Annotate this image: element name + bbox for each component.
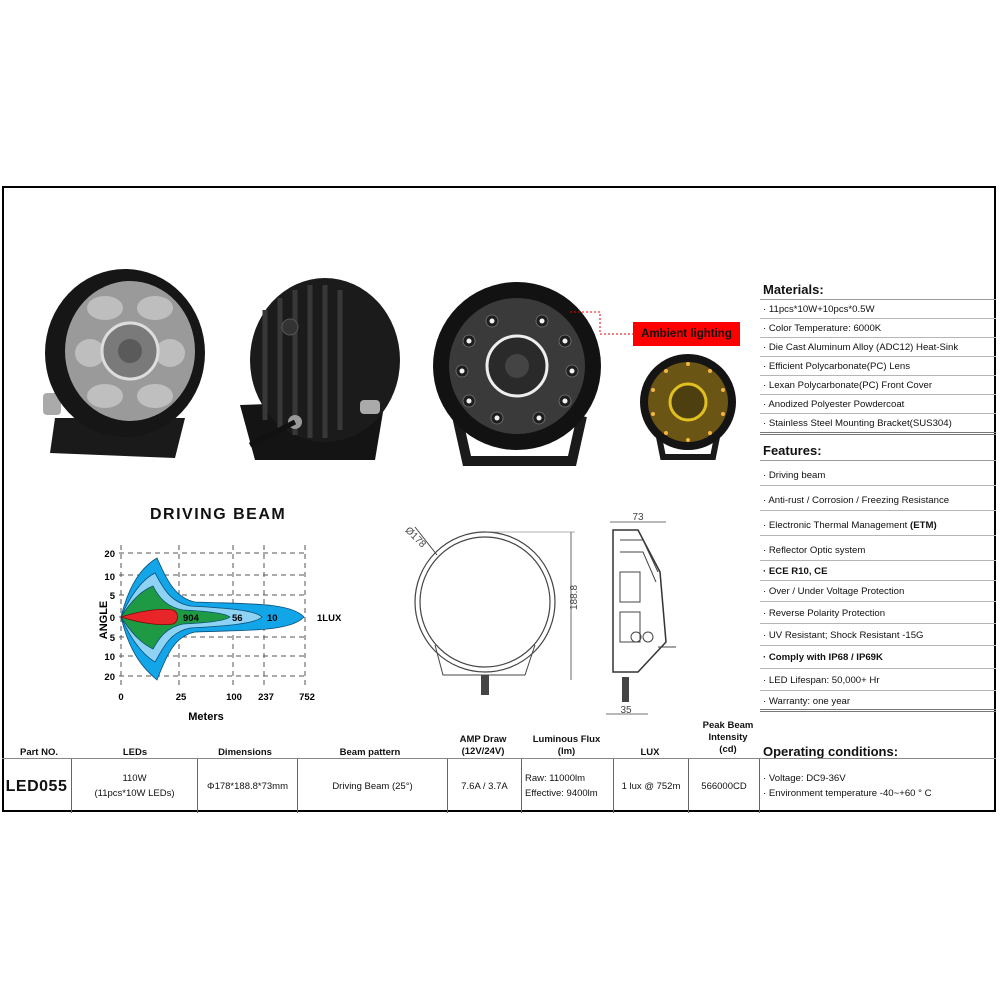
- annotation-10: 10: [267, 613, 278, 624]
- svg-text:10: 10: [104, 652, 115, 663]
- svg-text:25: 25: [176, 692, 187, 703]
- operating-conditions-title: Operating conditions:: [763, 744, 899, 759]
- svg-text:20: 20: [104, 549, 115, 560]
- technical-drawing-side: 73 35: [606, 512, 676, 716]
- features-item: · LED Lifespan: 50,000+ Hr: [760, 669, 996, 691]
- beam-pattern-chart: ANGLE 20 10 5 0 5 10 20 904 56 10 1LUX 0 25 100…: [98, 545, 342, 723]
- annotation-904: 904: [183, 613, 200, 624]
- materials-item: · Stainless Steel Mounting Bracket(SUS30…: [760, 414, 996, 435]
- svg-text:100: 100: [226, 692, 242, 703]
- operating-item: · Environment temperature -40~+60 ° C: [763, 788, 932, 799]
- leds-power: 110W: [122, 773, 147, 784]
- materials-item: · Anodized Polyester Powdercoat: [760, 395, 996, 414]
- flux-raw: Raw: 11000lm: [525, 773, 586, 784]
- lux-value: 1 lux @ 752m: [614, 759, 689, 813]
- operating-item: · Voltage: DC9-36V: [763, 773, 846, 784]
- header-leds: LEDs: [122, 747, 148, 758]
- features-item: · Driving beam: [760, 461, 996, 486]
- materials-title: Materials:: [760, 276, 996, 300]
- header-dimensions: Dimensions: [218, 747, 272, 758]
- features-item: · ECE R10, CE: [760, 561, 996, 581]
- materials-item: · 11pcs*10W+10pcs*0.5W: [760, 300, 996, 319]
- svg-text:ANGLE: ANGLE: [98, 601, 110, 640]
- svg-text:5: 5: [110, 591, 116, 602]
- svg-text:5: 5: [110, 633, 116, 644]
- ambient-lighting-label: Ambient lighting: [633, 322, 740, 346]
- materials-item: · Color Temperature: 6000K: [760, 319, 996, 338]
- materials-item: · Efficient Polycarbonate(PC) Lens: [760, 357, 996, 376]
- beam-pattern-value: Driving Beam (25°): [298, 759, 448, 813]
- header-beam-pattern: Beam pattern: [339, 747, 401, 758]
- materials-section: Materials: · 11pcs*10W+10pcs*0.5W · Colo…: [760, 276, 996, 712]
- leds-value: 110W (11pcs*10W LEDs): [72, 759, 198, 813]
- chart-title: DRIVING BEAM: [150, 506, 287, 523]
- svg-text:188.8: 188.8: [569, 585, 580, 610]
- product-image-ambient: [640, 354, 736, 460]
- flux-effective: Effective: 9400lm: [525, 788, 598, 799]
- product-image-rear: [240, 278, 400, 460]
- features-item: · Electronic Thermal Management (ETM): [760, 511, 996, 536]
- luminous-flux-value: Raw: 11000lm Effective: 9400lm: [522, 759, 614, 813]
- svg-text:0: 0: [118, 692, 123, 703]
- diameter-label: Ø178: [403, 525, 428, 550]
- svg-text:73: 73: [632, 512, 644, 523]
- svg-text:35: 35: [620, 705, 632, 716]
- annotation-1lux: 1LUX: [317, 613, 342, 624]
- spec-sheet-frame: [2, 186, 996, 812]
- features-item: · Warranty: one year: [760, 691, 996, 712]
- svg-text:20: 20: [104, 672, 115, 683]
- svg-text:10: 10: [104, 572, 115, 583]
- product-image-front-angle: [43, 269, 205, 458]
- amp-draw-value: 7.6A / 3.7A: [448, 759, 522, 813]
- materials-item: · Die Cast Aluminum Alloy (ADC12) Heat-S…: [760, 338, 996, 357]
- technical-drawing-front: Ø178 188.8: [403, 525, 580, 695]
- ambient-callout-line: [570, 311, 633, 335]
- part-number: LED055: [2, 759, 72, 813]
- svg-text:Meters: Meters: [188, 711, 223, 723]
- features-item: · Reflector Optic system: [760, 536, 996, 561]
- header-lux: LUX: [640, 747, 660, 758]
- product-image-front: [433, 282, 601, 466]
- annotation-56: 56: [232, 613, 243, 624]
- svg-text:0: 0: [110, 613, 115, 624]
- features-item: · Over / Under Voltage Protection: [760, 581, 996, 602]
- features-item: · Reverse Polarity Protection: [760, 602, 996, 624]
- svg-text:752: 752: [299, 692, 315, 703]
- dimensions-value: Φ178*188.8*73mm: [198, 759, 298, 813]
- features-title: Features:: [760, 437, 996, 461]
- header-peak-intensity: Peak Beam Intensity (cd): [702, 720, 754, 755]
- header-luminous-flux: Luminous Flux (lm): [532, 734, 601, 757]
- svg-text:237: 237: [258, 692, 274, 703]
- peak-intensity-value: 566000CD: [689, 759, 760, 813]
- materials-item: · Lexan Polycarbonate(PC) Front Cover: [760, 376, 996, 395]
- operating-conditions: · Voltage: DC9-36V · Environment tempera…: [760, 759, 992, 813]
- header-part-no: Part NO.: [19, 747, 58, 758]
- leds-config: (11pcs*10W LEDs): [94, 788, 175, 799]
- features-item: · UV Resistant; Shock Resistant -15G: [760, 624, 996, 646]
- features-item: · Anti-rust / Corrosion / Freezing Resis…: [760, 486, 996, 511]
- features-item: · Comply with IP68 / IP69K: [760, 646, 996, 669]
- table-row: LED055 110W (11pcs*10W LEDs) Φ178*188.8*…: [2, 758, 996, 813]
- header-amp-draw: AMP Draw (12V/24V): [459, 734, 507, 757]
